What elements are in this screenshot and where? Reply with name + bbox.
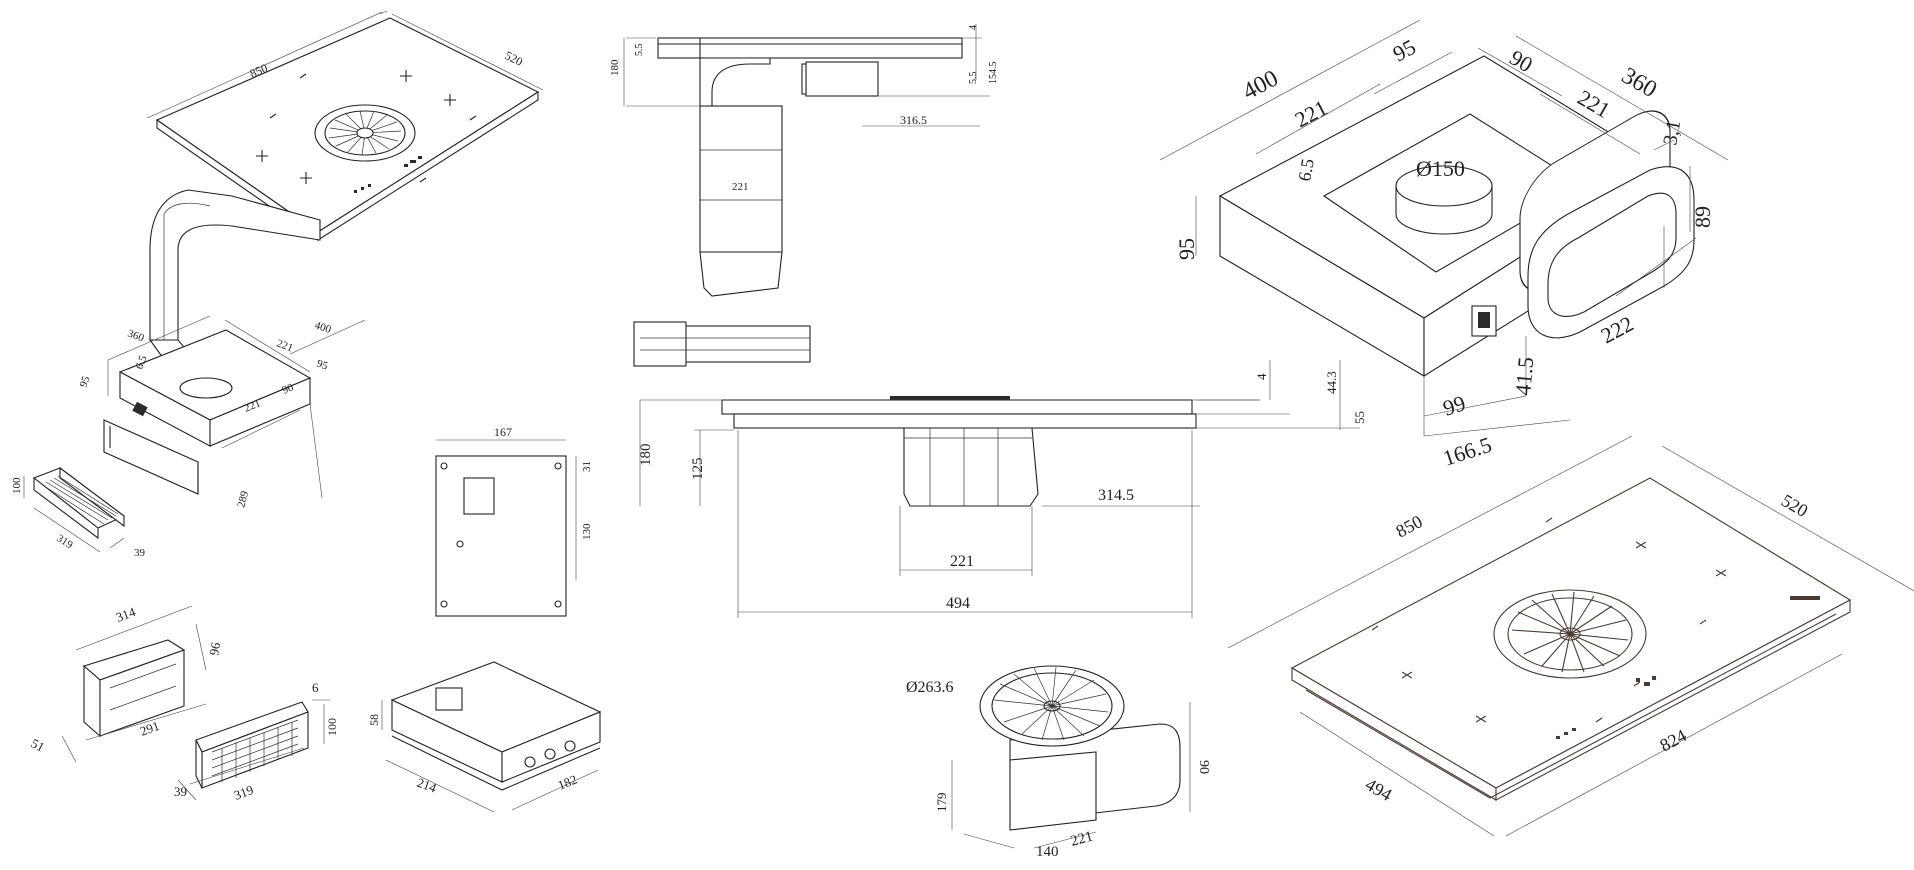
- dim-plate-width: 167: [494, 425, 512, 439]
- dim-cooktop-width: 520: [503, 48, 525, 69]
- dim-plenum-166-5: 166.5: [1440, 432, 1495, 471]
- dim-jbox-wid: 182: [556, 772, 580, 793]
- fan-unit-view: Ø263.6 179 90 140 221: [906, 665, 1211, 860]
- dim-front-h180: 180: [638, 444, 654, 467]
- dim-side-height: 180: [609, 59, 621, 76]
- dim-fan-dia: Ø263.6: [906, 679, 954, 696]
- dim-front-221: 221: [950, 553, 974, 570]
- front-section-view: 4 44.3 55 180 125 314.5 221 494: [638, 360, 1367, 618]
- dim-front-b: 55: [1352, 411, 1367, 424]
- dim-grille-h: 100: [11, 477, 23, 494]
- dim-grille-depth: 39: [134, 547, 146, 559]
- dim-box-l: 360: [126, 328, 146, 345]
- dim-front-494: 494: [946, 595, 970, 612]
- dim-duct-len: 314: [114, 604, 138, 625]
- dim-duct-inner: 291: [138, 718, 161, 739]
- dim-jbox-len: 214: [415, 775, 439, 796]
- plenum-box-view: Ø150 400 95 90 360 221 221 3,1 6.5 95 89…: [1159, 19, 1729, 471]
- dim-plenum-400: 400: [1239, 65, 1283, 105]
- dim-cooktop-length: 850: [248, 61, 270, 81]
- duct-part-view: 314 96 291 51: [29, 604, 223, 763]
- dim-box-c: 6.5: [134, 354, 150, 371]
- dim-box-e: 90: [280, 381, 295, 397]
- dim-plenum-99: 99: [1440, 390, 1469, 421]
- dim-jbox-h: 58: [367, 714, 381, 726]
- dim-fan-h179: 179: [934, 793, 949, 813]
- dim-box-b: 95: [315, 358, 330, 373]
- grille-small-view: 100 319 39: [11, 466, 146, 559]
- dim-fan-h90: 90: [1196, 760, 1211, 774]
- dim-fan-d140: 140: [1036, 844, 1059, 860]
- vent-fins: [328, 110, 402, 156]
- dim-cooktop-big-length: 850: [1392, 511, 1425, 541]
- dim-box-g: 289: [235, 489, 251, 509]
- dim-front-thk: 4: [1254, 373, 1269, 380]
- dim-cooktop-big-width: 520: [1778, 490, 1811, 521]
- control-dots: [354, 156, 422, 193]
- vent-inner: [324, 110, 406, 156]
- dim-grille-big-h: 100: [325, 718, 339, 736]
- dim-duct-h: 96: [206, 641, 223, 657]
- dim-duct-depth: 51: [29, 735, 48, 754]
- dim-fan-w221: 221: [1069, 829, 1095, 850]
- dim-plenum-95h: 95: [1174, 238, 1199, 260]
- dim-plenum-360: 360: [1617, 63, 1661, 104]
- dim-plenum-41-5: 41.5: [1510, 356, 1538, 397]
- dim-front-a: 44.3: [1324, 371, 1339, 394]
- dim-box-w: 400: [313, 319, 333, 336]
- mounting-plate-view: 167 31 130: [435, 425, 593, 617]
- dim-side-duct: 221: [732, 181, 749, 193]
- dim-box-a: 221: [275, 338, 295, 355]
- dim-plenum-221a: 221: [1291, 95, 1332, 133]
- vent-outer: [314, 104, 416, 162]
- dim-grille-big-depth: 39: [174, 784, 187, 799]
- cooktop-big-view: 850 520 824 494: [1227, 435, 1914, 837]
- junction-box-view: 58 214 182: [367, 661, 602, 813]
- dim-plenum-6-5: 6.5: [1294, 157, 1318, 183]
- dim-front-314: 314.5: [1098, 487, 1134, 504]
- dim-plenum-89: 89: [1690, 206, 1715, 228]
- dim-box-d: 221: [242, 397, 262, 414]
- dim-grille-len: 319: [54, 532, 75, 551]
- dim-side-right-a: 154.5: [988, 62, 999, 85]
- side-elevation-view: 5.5 4 180 154.5 5.5 316.5 221: [609, 24, 999, 367]
- dim-cooktop-big-side: 494: [1362, 774, 1395, 805]
- duct-bend: [149, 189, 321, 341]
- grille-big-view: 100 6 319 39: [174, 680, 339, 803]
- dim-cooktop-big-front: 824: [1656, 725, 1689, 755]
- zone-marks: [256, 70, 477, 184]
- dim-side-right-b: 5.5: [968, 72, 979, 85]
- dim-side-top-a: 5.5: [634, 44, 645, 57]
- dim-grille-big-len: 319: [232, 782, 255, 803]
- dim-plenum-95: 95: [1389, 34, 1420, 66]
- iso-assembly-view: 850 520 360 400 221 95 6.5 221 90 95 289: [78, 10, 544, 509]
- dim-side-depth: 316.5: [900, 113, 927, 127]
- dim-plate-h1: 31: [581, 461, 593, 472]
- dim-front-h125: 125: [690, 458, 706, 481]
- dim-grille-big-t: 6: [312, 680, 319, 695]
- dim-side-top-b: 4: [968, 25, 979, 30]
- dim-plenum-3-1: 3,1: [1659, 118, 1685, 146]
- dim-plate-h2: 130: [581, 523, 593, 540]
- dim-box-f: 95: [78, 374, 93, 389]
- dim-plenum-dia: Ø150: [1416, 156, 1465, 181]
